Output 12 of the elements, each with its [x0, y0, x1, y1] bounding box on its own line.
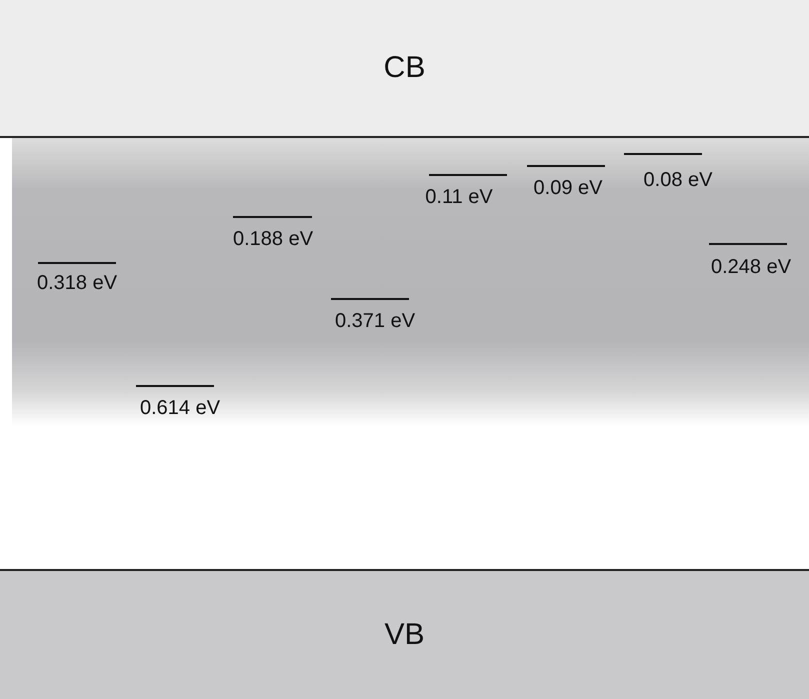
band-label: CB	[384, 51, 426, 85]
energy-value: 0.188 eV	[232, 228, 314, 251]
energy-value: 0.371 eV	[334, 310, 416, 333]
energy-band	[0, 0, 809, 138]
energy-value: 0.248 eV	[710, 256, 792, 279]
energy-value: 0.318 eV	[36, 272, 118, 295]
energy-value: 0.09 eV	[534, 177, 602, 200]
energy-band	[0, 569, 809, 699]
band-label: VB	[384, 618, 425, 652]
energy-value: 0.08 eV	[644, 169, 712, 192]
energy-value: 0.11 eV	[425, 186, 493, 209]
energy-value: 0.614 eV	[140, 397, 220, 420]
